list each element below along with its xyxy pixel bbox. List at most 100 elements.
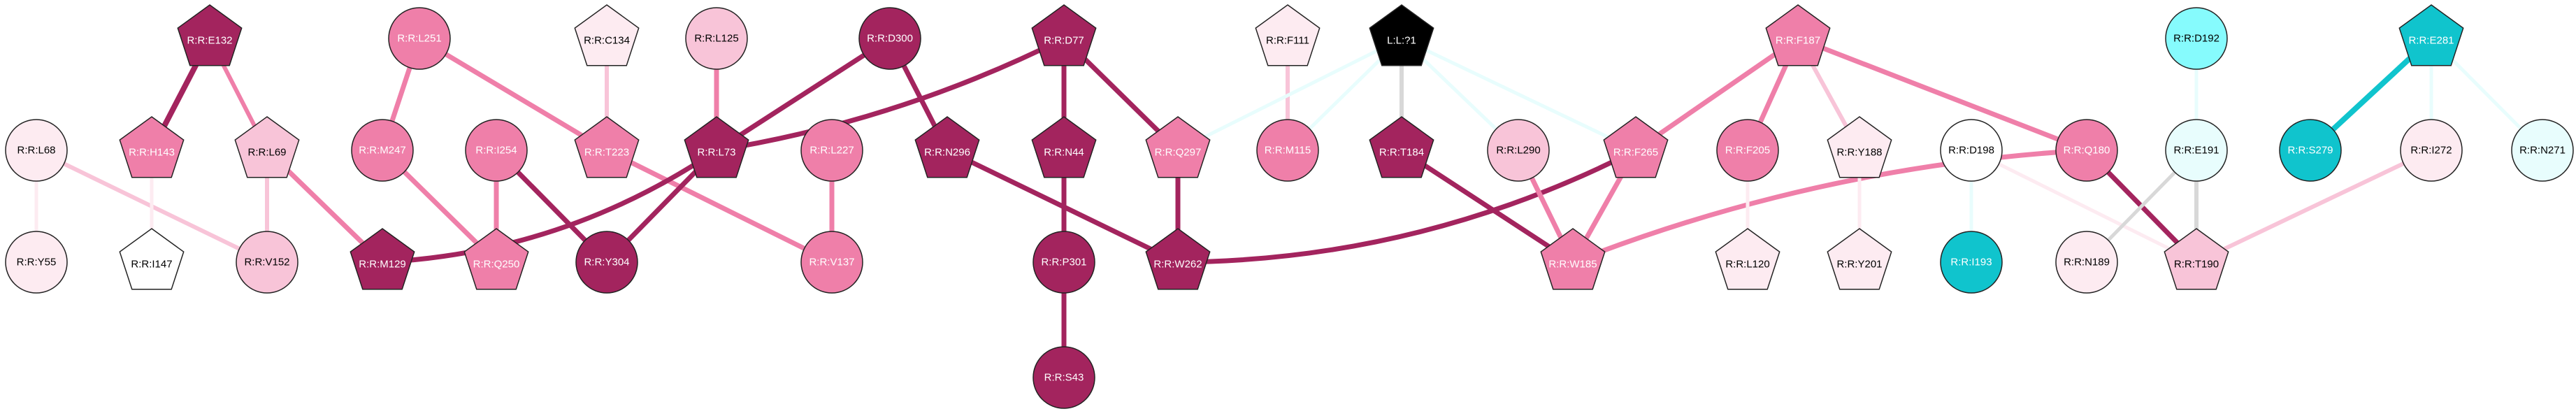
node-r-r-i193[interactable]: R:R:I193 [1940, 231, 2003, 294]
circle-node-shape [2511, 119, 2574, 182]
circle-node-shape [236, 231, 298, 294]
node-r-r-w185[interactable]: R:R:W185 [1540, 228, 1606, 290]
node-r-r-l73[interactable]: R:R:L73 [684, 116, 749, 178]
pentagon-node-shape [177, 4, 243, 66]
pentagon-node-shape [1369, 4, 1434, 66]
node-r-r-e132[interactable]: R:R:E132 [177, 4, 243, 66]
node-r-r-l251[interactable]: R:R:L251 [388, 7, 451, 70]
node-r-r-n44[interactable]: R:R:N44 [1031, 116, 1097, 178]
circle-node-shape [465, 119, 528, 182]
pentagon-node-shape [1540, 228, 1606, 290]
pentagon-node-shape [2164, 228, 2229, 290]
node-r-r-f111[interactable]: R:R:F111 [1255, 4, 1321, 66]
edge-l251-t223 [417, 36, 610, 153]
pentagon-node-shape [1715, 228, 1780, 290]
node-r-r-n296[interactable]: R:R:N296 [914, 116, 980, 178]
pentagon-node-shape [914, 116, 980, 178]
node-r-r-s43[interactable]: R:R:S43 [1032, 346, 1095, 409]
node-r-r-l120[interactable]: R:R:L120 [1715, 228, 1780, 290]
circle-node-shape [1032, 231, 1095, 294]
node-r-r-i254[interactable]: R:R:I254 [465, 119, 528, 182]
node-r-r-t190[interactable]: R:R:T190 [2164, 228, 2229, 290]
node-r-r-v152[interactable]: R:R:V152 [236, 231, 298, 294]
circle-node-shape [5, 119, 68, 182]
circle-node-shape [800, 119, 863, 182]
node-r-r-e281[interactable]: R:R:E281 [2398, 4, 2464, 66]
node-label: R:R:E281 [2408, 35, 2454, 47]
node-label: R:R:M247 [359, 145, 406, 157]
pentagon-node-shape [119, 228, 185, 290]
node-r-r-m115[interactable]: R:R:M115 [1256, 119, 1319, 182]
circle-node-shape [2400, 119, 2463, 182]
node-label: R:R:F111 [1266, 35, 1309, 47]
node-r-r-n189[interactable]: R:R:N189 [2055, 231, 2118, 294]
node-r-r-d198[interactable]: R:R:D198 [1940, 119, 2003, 182]
node-label: R:R:L68 [17, 145, 55, 157]
node-r-r-t184[interactable]: R:R:T184 [1369, 116, 1434, 178]
node-r-r-l68[interactable]: R:R:L68 [5, 119, 68, 182]
node-label: R:R:L125 [694, 33, 738, 45]
node-r-r-m247[interactable]: R:R:M247 [351, 119, 414, 182]
node-label: R:R:D198 [1948, 145, 1994, 157]
node-r-r-i147[interactable]: R:R:I147 [119, 228, 185, 290]
node-label: R:R:S279 [2287, 145, 2333, 157]
pentagon-node-shape [1827, 228, 1892, 290]
edge-f265-w262 [1175, 148, 1639, 265]
node-r-r-p301[interactable]: R:R:P301 [1032, 231, 1095, 294]
node-r-r-l227[interactable]: R:R:L227 [800, 119, 863, 182]
node-r-r-q297[interactable]: R:R:Q297 [1145, 116, 1211, 178]
pentagon-node-shape [1603, 116, 1669, 178]
node-r-r-t223[interactable]: R:R:T223 [574, 116, 640, 178]
node-label: R:R:D77 [1044, 35, 1084, 47]
node-label: R:R:L73 [697, 147, 735, 159]
node-r-r-n271[interactable]: R:R:N271 [2511, 119, 2574, 182]
node-r-r-f265[interactable]: R:R:F265 [1603, 116, 1669, 178]
node-r-r-e191[interactable]: R:R:E191 [2165, 119, 2228, 182]
edge-f187-q180 [1795, 36, 2089, 153]
circle-node-shape [685, 7, 748, 70]
node-r-r-q250[interactable]: R:R:Q250 [463, 228, 529, 290]
node-r-r-w262[interactable]: R:R:W262 [1145, 228, 1211, 290]
node-r-r-d300[interactable]: R:R:D300 [858, 7, 921, 70]
node-r-r-l69[interactable]: R:R:L69 [234, 116, 300, 178]
node-label: R:R:C134 [584, 35, 630, 47]
edge-t184-w185 [1399, 148, 1576, 265]
edge-i272-t190 [2194, 148, 2433, 264]
node-label: R:R:H143 [129, 147, 175, 159]
node-r-r-d192[interactable]: R:R:D192 [2165, 7, 2228, 70]
node-r-r-v137[interactable]: R:R:V137 [800, 231, 863, 294]
node-r-r-y55[interactable]: R:R:Y55 [5, 231, 68, 294]
node-label: R:R:V152 [244, 257, 289, 268]
node-r-r-i272[interactable]: R:R:I272 [2400, 119, 2463, 182]
node-r-r-c134[interactable]: R:R:C134 [574, 4, 640, 66]
node-r-r-y201[interactable]: R:R:Y201 [1827, 228, 1892, 290]
node-r-r-l125[interactable]: R:R:L125 [685, 7, 748, 70]
node-r-r-y304[interactable]: R:R:Y304 [575, 231, 638, 294]
node-label: R:R:Q250 [473, 259, 520, 271]
node-r-r-s279[interactable]: R:R:S279 [2279, 119, 2342, 182]
node-r-r-l290[interactable]: R:R:L290 [1487, 119, 1550, 182]
node-l-l-1[interactable]: L:L:?1 [1369, 4, 1434, 66]
node-r-r-d77[interactable]: R:R:D77 [1031, 4, 1097, 66]
node-label: R:R:F205 [1725, 145, 1770, 157]
node-label: R:R:F265 [1613, 147, 1658, 159]
node-label: R:R:Q180 [2064, 145, 2110, 157]
node-r-r-q180[interactable]: R:R:Q180 [2055, 119, 2118, 182]
node-r-r-h143[interactable]: R:R:H143 [119, 116, 185, 178]
circle-node-shape [2055, 119, 2118, 182]
node-label: R:R:N44 [1044, 147, 1084, 159]
edge-l1-f265 [1399, 36, 1638, 152]
node-label: R:R:E191 [2173, 145, 2219, 157]
node-r-r-y188[interactable]: R:R:Y188 [1827, 116, 1892, 178]
node-label: R:R:N189 [2064, 257, 2110, 268]
node-r-r-f187[interactable]: R:R:F187 [1765, 4, 1831, 66]
node-label: R:R:E132 [187, 35, 232, 47]
node-r-r-f205[interactable]: R:R:F205 [1716, 119, 1779, 182]
node-label: R:R:W185 [1548, 259, 1597, 271]
circle-node-shape [1716, 119, 1779, 182]
node-label: R:R:S43 [1044, 372, 1084, 384]
node-r-r-m129[interactable]: R:R:M129 [350, 228, 415, 290]
node-label: R:R:I193 [1950, 257, 1992, 268]
node-label: R:R:N296 [924, 147, 970, 159]
pentagon-node-shape [574, 116, 640, 178]
